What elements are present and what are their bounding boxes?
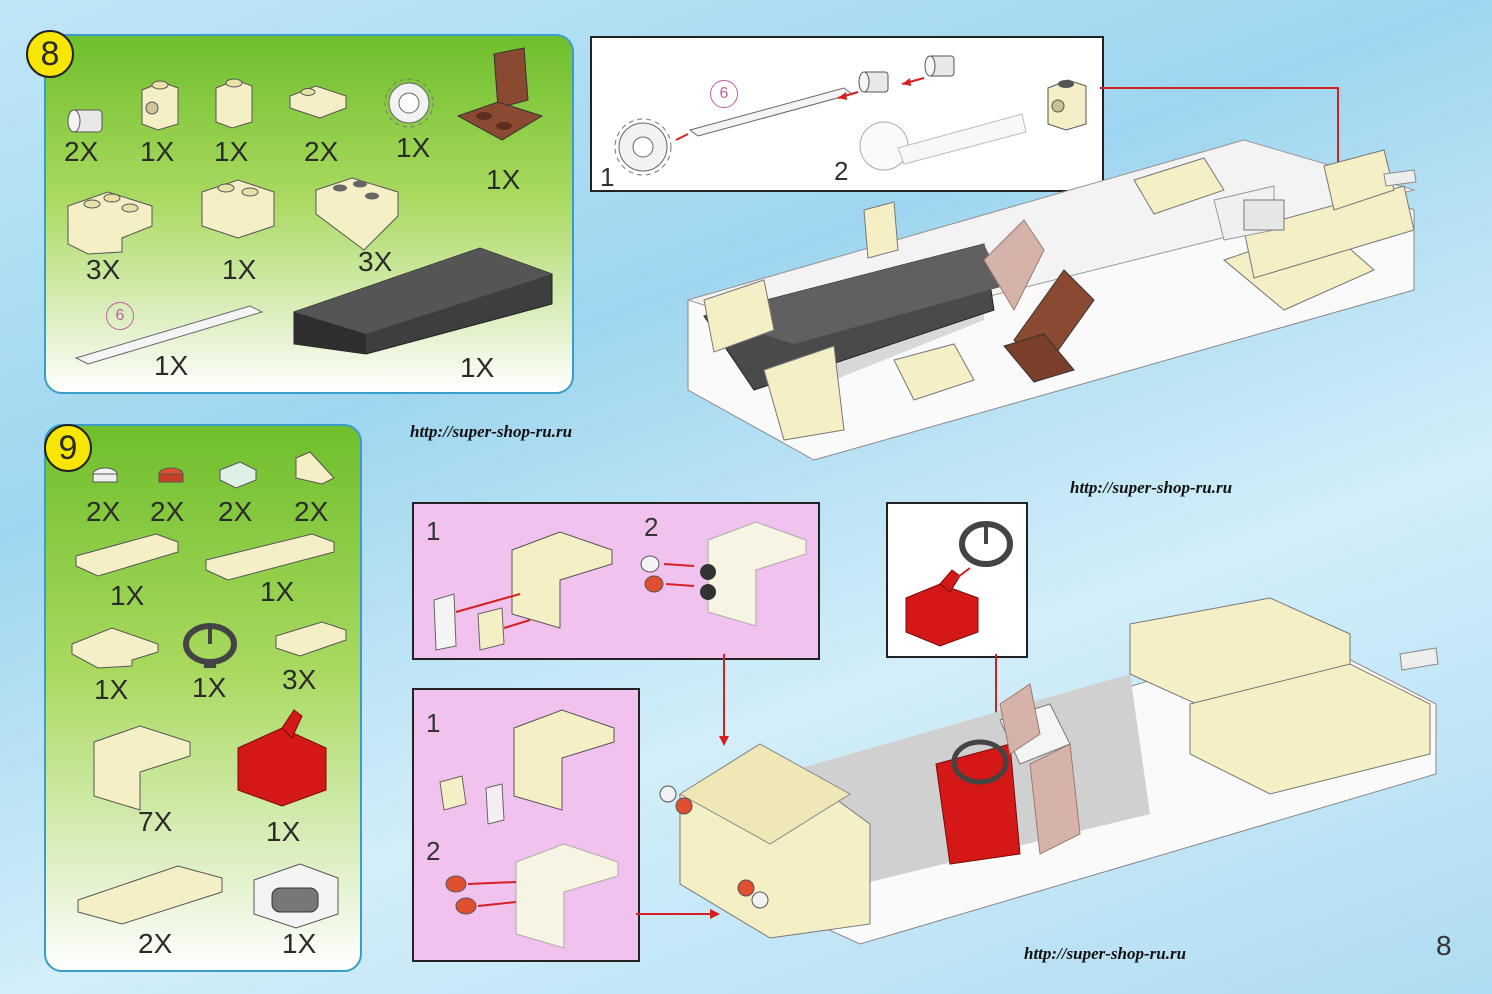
detail-axle-marker: 6 — [710, 80, 738, 108]
step8-chassis-model — [686, 139, 1417, 461]
step9-qty-3: 2X — [218, 496, 253, 527]
step9-qty-6: 1X — [260, 576, 295, 607]
detail-a-bracket-icon — [511, 531, 613, 629]
plate-2x4-icon — [77, 865, 223, 925]
watermark-url-1: http://super-shop-ru.ru — [410, 422, 573, 441]
corner-brick-icon — [67, 191, 153, 255]
detail-bushing-icon-2 — [924, 55, 955, 77]
detail-b-bracket-icon — [513, 709, 615, 811]
step8-qty-7: 3X — [86, 254, 121, 285]
axle-length-marker: 6 — [106, 302, 134, 330]
step9-qty-5: 1X — [110, 580, 145, 611]
step8-qty-3: 1X — [214, 136, 249, 167]
detail-b-tiles-icon — [439, 775, 505, 825]
detail-a-bracket-assembled-icon — [700, 521, 807, 627]
bushing-piece-icon — [67, 109, 103, 133]
detail-a-studs-icon — [640, 555, 695, 593]
step9-detail-box-b: 1 2 — [412, 688, 640, 962]
step8-qty-5: 1X — [396, 132, 431, 163]
step8-qty-8: 1X — [222, 254, 257, 285]
step8-qty-11: 1X — [460, 352, 495, 383]
step9-qty-10: 7X — [138, 806, 173, 837]
step8-axle-detail-box: 6 1 2 — [590, 36, 1104, 192]
slope-cheese-icon — [295, 451, 335, 485]
bracket-icon — [93, 725, 191, 811]
watermark-url-3: http://super-shop-ru.ru — [1024, 944, 1187, 963]
round-plate-white-icon — [92, 467, 118, 483]
page-number: 8 — [1436, 930, 1452, 961]
steering-detail-box — [886, 502, 1028, 658]
round-plate-red-icon — [158, 467, 184, 483]
detail-sub-label-1: 1 — [600, 162, 615, 192]
step9-qty-9: 3X — [282, 664, 317, 695]
step9-parts-panel: 9 2X 2X 2X 2X 1X 1X 1X 1X 3X 7X — [44, 424, 362, 972]
brick-1x1-icon — [215, 78, 253, 129]
red-windscreen-detail-icon — [905, 567, 979, 647]
dark-brick-2x8-icon — [293, 247, 553, 355]
step9-qty-1: 2X — [86, 496, 121, 527]
detail-b-sub-label-2: 2 — [426, 836, 441, 866]
step8-qty-9: 3X — [358, 246, 393, 277]
tile-clear-icon — [219, 461, 257, 489]
steering-wheel-icon — [183, 623, 237, 668]
detail-a-sub-label-1: 1 — [426, 516, 441, 546]
step9-qty-12: 2X — [138, 928, 173, 959]
detail-sub-label-2: 2 — [834, 156, 849, 186]
step9-qty-11: 1X — [266, 816, 301, 847]
steering-wheel-detail-icon — [959, 521, 1013, 567]
detail-technic-brick-icon — [1047, 79, 1087, 131]
step9-qty-8: 1X — [192, 672, 227, 703]
detail-a-sub-label-2: 2 — [644, 512, 659, 542]
step8-number-badge: 8 — [26, 30, 74, 78]
step8-qty-2: 1X — [140, 136, 175, 167]
step9-connector-arrows — [636, 654, 729, 919]
detail-bushing-icon-1 — [858, 71, 889, 93]
arrow-icon — [837, 77, 925, 100]
step8-qty-6: 1X — [486, 164, 521, 195]
step9-qty-2: 2X — [150, 496, 185, 527]
gear-icon — [384, 78, 434, 128]
detail-b-bracket-assembled-icon — [515, 843, 619, 949]
step8-qty-1: 2X — [64, 136, 99, 167]
slope-brick-icon — [315, 177, 399, 251]
axle-icon — [74, 305, 264, 365]
dashboard-slope-icon — [253, 863, 339, 929]
step8-parts-panel: 8 2X 1X 1X 2X 1X 1X 3X — [26, 30, 574, 394]
detail-a-tiles-icon — [433, 593, 531, 651]
plate-1x6-icon — [205, 533, 335, 581]
step8-qty-10: 1X — [154, 350, 189, 381]
brick-1x2-icon — [201, 179, 275, 239]
plate-1x2-icon — [275, 621, 347, 657]
step9-chassis-model — [659, 597, 1439, 945]
detail-gear-icon — [614, 118, 672, 176]
step9-qty-7: 1X — [94, 674, 129, 705]
step8-qty-4: 2X — [304, 136, 339, 167]
step9-qty-4: 2X — [294, 496, 329, 527]
corner-plate-icon — [71, 627, 159, 669]
step9-detail-box-a: 1 2 — [412, 502, 820, 660]
technic-brick-1x1-icon — [141, 80, 179, 131]
detail-b-studs-icon — [445, 875, 517, 915]
step9-qty-13: 1X — [282, 928, 317, 959]
slope-plate-icon — [289, 85, 347, 119]
seat-piece-icon — [456, 47, 544, 141]
detail-b-sub-label-1: 1 — [426, 708, 441, 738]
watermark-url-2: http://super-shop-ru.ru — [1070, 478, 1233, 497]
red-windscreen-icon — [237, 709, 327, 807]
step9-number-badge: 9 — [44, 424, 92, 472]
detail-ghost-gear-axle-icon — [859, 113, 1027, 171]
plate-1x4-icon — [75, 533, 179, 577]
